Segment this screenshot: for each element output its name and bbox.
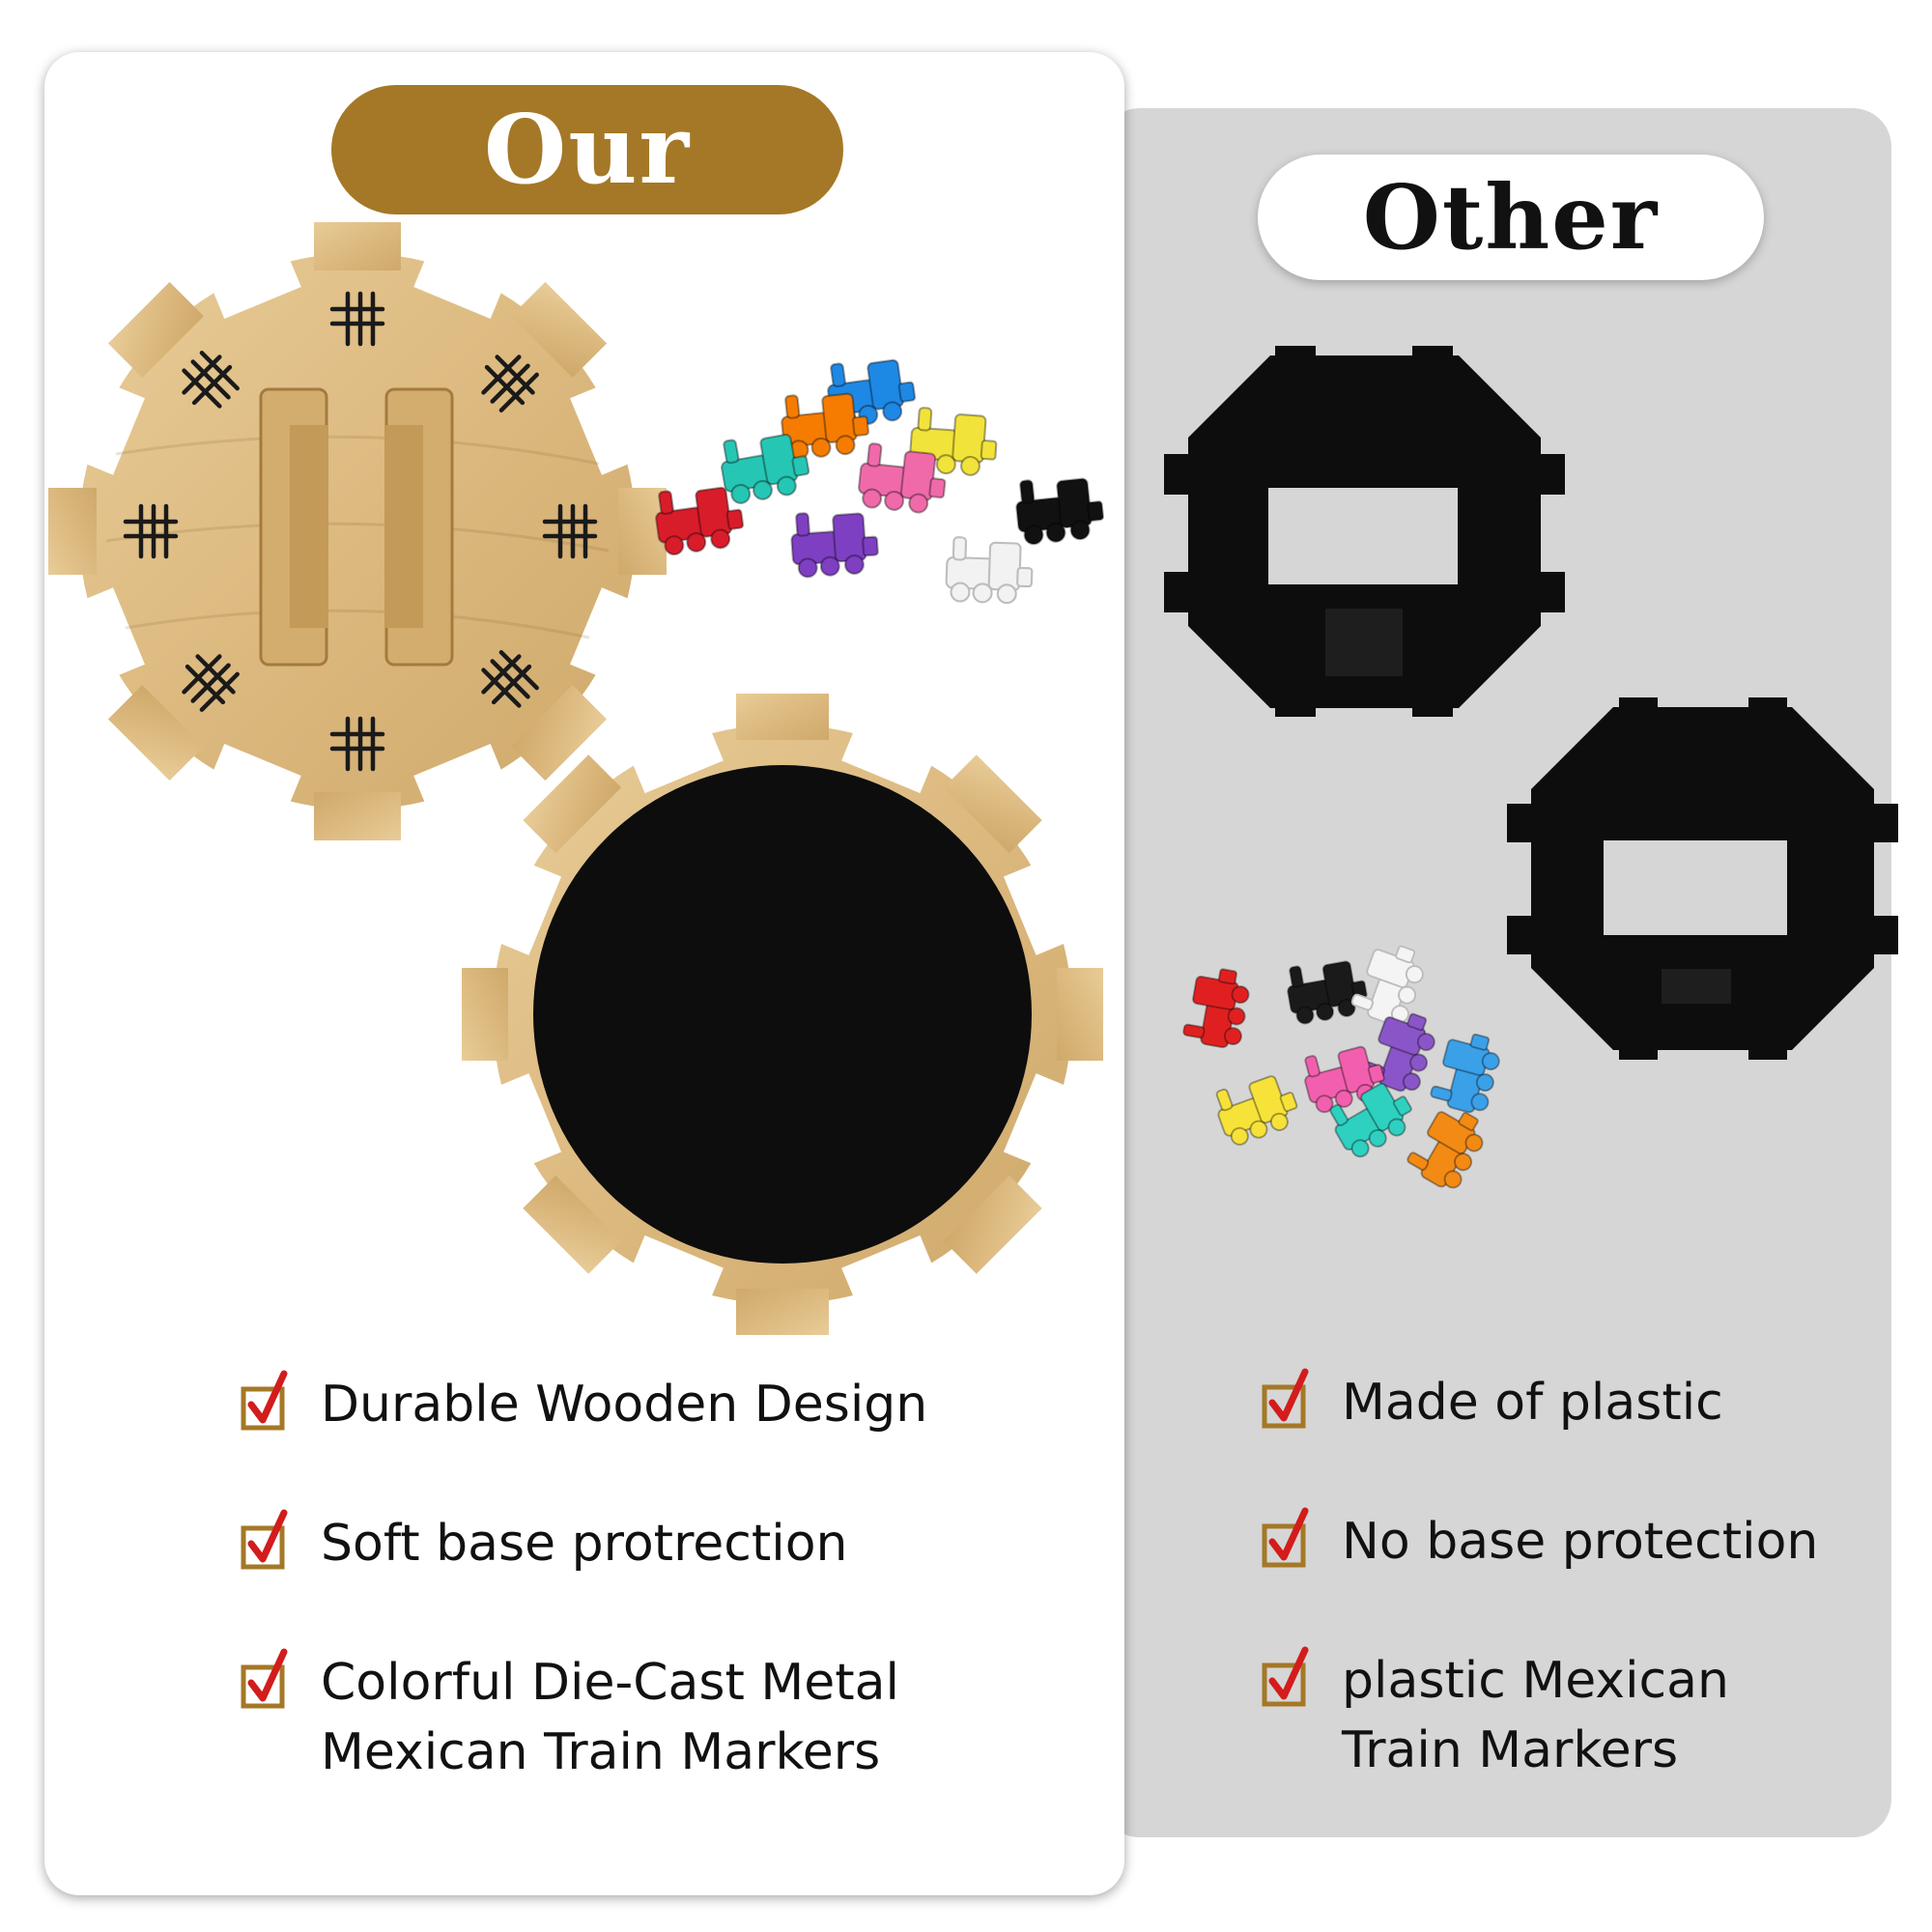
checkmark-icon [241,1509,288,1570]
train-marker-icon [1329,1082,1412,1158]
train-marker-icon [1287,960,1368,1025]
train-marker-icon [945,536,1034,605]
plastic-train-markers [1182,945,1500,1189]
other-label-badge: Other [1258,155,1764,280]
other-feature-text: Made of plastic [1342,1368,1723,1437]
train-marker-icon [655,486,745,556]
our-feature-line: Mexican Train Markers [321,1723,881,1781]
train-marker-icon [1304,1045,1385,1114]
hub-handle [259,387,454,667]
checkmark-icon [1262,1368,1309,1429]
wooden-hub-top [48,222,667,840]
wooden-hub-base [462,694,1103,1335]
other-feature-line: Train Markers [1342,1721,1679,1779]
felt-pad [533,765,1032,1264]
other-feature-line: plastic Mexican [1342,1652,1729,1710]
our-feature-line: Soft base protrection [321,1515,848,1573]
other-feature-line: Made of plastic [1342,1374,1723,1432]
our-feature-item: Durable Wooden Design [240,1370,927,1439]
our-feature-line: Colorful Die-Cast Metal [321,1654,899,1712]
our-feature-text: Durable Wooden Design [321,1370,927,1439]
train-marker-icon [1350,945,1424,1025]
our-label: Our [483,94,692,206]
our-label-badge: Our [331,85,843,214]
train-marker-icon [1015,477,1105,546]
other-feature-item: Made of plastic [1261,1368,1723,1437]
our-feature-text: Soft base protrection [321,1509,848,1578]
train-marker-icon [1362,1012,1435,1093]
checkmark-icon [1262,1646,1309,1707]
plastic-hub-1 [1164,346,1565,717]
our-feature-item: Soft base protrection [240,1509,848,1578]
other-feature-item: No base protection [1261,1507,1818,1577]
train-marker-icon [1182,968,1250,1049]
train-marker-icon [790,512,879,579]
train-marker-icon [858,442,947,514]
checkmark-icon [1262,1507,1309,1568]
metal-train-markers [655,358,1105,605]
checkmark-icon [241,1370,288,1431]
checkmark-icon [241,1648,288,1709]
our-feature-line: Durable Wooden Design [321,1376,928,1434]
other-label: Other [1362,165,1660,270]
train-marker-icon [909,407,998,476]
train-marker-icon [721,433,810,504]
other-feature-line: No base protection [1342,1513,1819,1571]
train-marker-icon [1215,1075,1298,1146]
other-feature-text: No base protection [1342,1507,1818,1577]
plastic-hub-2 [1507,697,1898,1060]
train-marker-icon [1406,1111,1484,1189]
train-marker-icon [1430,1033,1500,1114]
